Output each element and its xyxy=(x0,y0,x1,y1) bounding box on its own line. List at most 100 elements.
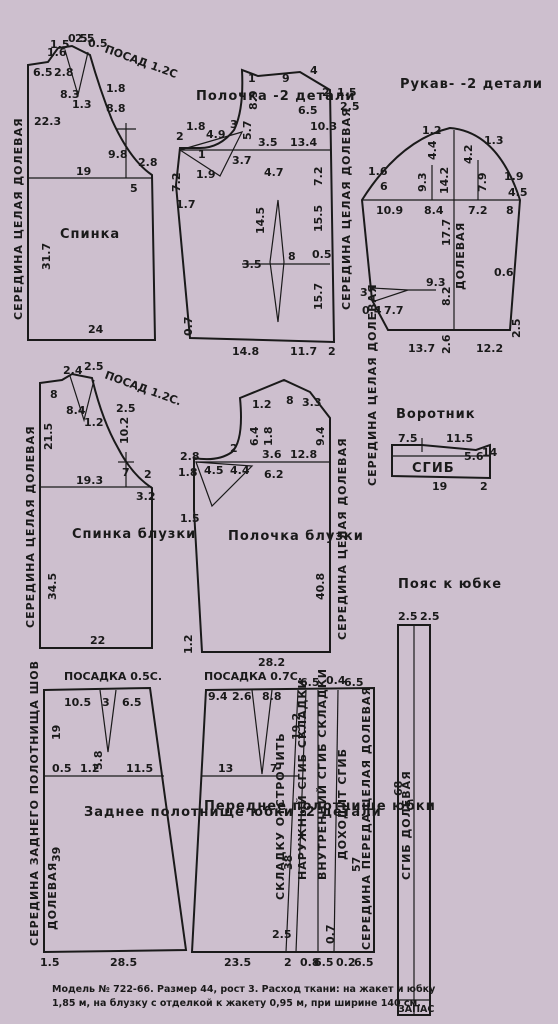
skirt-front-dim: 57 xyxy=(350,857,363,872)
blouse-front-title: Полочка блузки xyxy=(228,529,364,544)
sleeve-dim: 9.3 xyxy=(426,276,446,289)
front-dim: 13.4 xyxy=(290,136,317,149)
blouse-front-dim: 4.4 xyxy=(230,464,250,477)
front-dim: 0.5 xyxy=(312,248,332,261)
back-dim: 8.8 xyxy=(106,102,126,115)
front-dim: 3.7 xyxy=(232,154,252,167)
blouse-front-dim: 6.2 xyxy=(264,468,284,481)
skirt-front-dim: 0.2 xyxy=(336,956,356,969)
front-dim: 10.3 xyxy=(310,120,337,133)
front-dim: 2 xyxy=(328,345,336,358)
front-dim: 1.7 xyxy=(176,198,196,211)
skirt-front-dim: 2 xyxy=(284,956,292,969)
sleeve-dim: 7.9 xyxy=(476,173,489,193)
sleeve-dim: 4.5 xyxy=(508,186,528,199)
skirt-front-fold1: СКЛАДКУ ОТСТРОЧИТЬ xyxy=(274,732,287,900)
front-dim: 8.9 xyxy=(247,91,260,111)
blouse-back-dim: 7 xyxy=(122,466,130,479)
skirt-front-dim: 2.6 xyxy=(232,690,252,703)
skirt-back-dim: 1.5 xyxy=(40,956,60,969)
skirt-back-grain: ДОЛЕВАЯ xyxy=(46,862,59,930)
blouse-back-dim: 10.2 xyxy=(118,417,131,444)
sleeve-title: Рукав- -2 детали xyxy=(400,77,543,92)
collar-dim: 2 xyxy=(480,480,488,493)
skirt-back-dim: 5.8 xyxy=(92,751,105,771)
skirt-front-dim: 7 xyxy=(270,762,278,775)
belt-dim: 2.5 xyxy=(420,610,440,623)
collar-dim: 11.5 xyxy=(446,432,473,445)
skirt-front-dim: 6.5 xyxy=(314,956,334,969)
front-dim: 3.5 xyxy=(258,136,278,149)
collar-fold: СГИБ xyxy=(412,461,455,476)
collar-dim: 14 xyxy=(482,446,498,459)
blouse-front-center-label: СЕРЕДИНА ЦЕЛАЯ ДОЛЕВАЯ xyxy=(336,437,349,640)
skirt-back-dim: 28.5 xyxy=(110,956,137,969)
sleeve-dim: 9.3 xyxy=(416,173,429,193)
front-dim: 14.5 xyxy=(254,207,267,234)
front-dim: 1.5 xyxy=(337,86,357,99)
sleeve-dim: 1.9 xyxy=(504,170,524,183)
blouse-back-dim: 22 xyxy=(90,634,105,647)
front-dim: 6.5 xyxy=(298,104,318,117)
blouse-back-dim: 8.4 xyxy=(66,404,86,417)
collar-dim: 5.6 xyxy=(464,450,484,463)
sleeve-dim: 6 xyxy=(380,180,388,193)
caption-line-2: 1,85 м, на блузку с отделкой к жакету 0,… xyxy=(52,998,421,1009)
blouse-front-dim: 3.6 xyxy=(262,448,282,461)
blouse-back-dim: 2.4 xyxy=(63,364,83,377)
blouse-front-dim: 28.2 xyxy=(258,656,285,669)
blouse-front-dim: 1.2 xyxy=(252,398,272,411)
skirt-back-dim: 6.5 xyxy=(122,696,142,709)
sleeve-dim: 2.6 xyxy=(440,334,453,354)
belt-allowance: ЗАПАС xyxy=(398,1004,434,1015)
sleeve-dim: 0.4 xyxy=(362,304,382,317)
skirt-front-piece: ПОСАДКА 0.7С. 9.4 2.6 8.8 6.5 0.4 6.5 19… xyxy=(190,668,435,969)
blouse-front-dim: 1.8 xyxy=(178,466,198,479)
sleeve-dim: 13.7 xyxy=(408,342,435,355)
back-dim: 1.5 xyxy=(50,38,70,51)
front-dim: 4.9 xyxy=(206,128,226,141)
back-piece: 1.6 1.5 0.5 2.5 0.5 6.5 2.8 8.3 1.3 1.8 … xyxy=(12,32,179,341)
sleeve-grain: ДОЛЕВАЯ xyxy=(454,222,467,290)
front-dim: 1 xyxy=(198,148,206,161)
sleeve-dim: 8 xyxy=(506,204,514,217)
skirt-front-dim: 13 xyxy=(218,762,233,775)
blouse-front-dim: 4.5 xyxy=(204,464,224,477)
back-dim: 2.8 xyxy=(138,156,158,169)
skirt-front-center-label: СЕРЕДИНА ПЕРЕДА ЦЕЛАЯ ДОЛЕВАЯ xyxy=(360,686,373,950)
skirt-front-dim: 6.5 xyxy=(354,956,374,969)
sleeve-dim: 7.2 xyxy=(468,204,488,217)
back-dim: 1.8 xyxy=(106,82,126,95)
sleeve-dim: 7.7 xyxy=(384,304,404,317)
skirt-back-title: Заднее полотнище юбки -2 детали xyxy=(84,805,382,820)
front-center-label: СЕРЕДИНА ЦЕЛАЯ ДОЛЕВАЯ xyxy=(340,107,353,310)
collar-dim: 7.5 xyxy=(398,432,418,445)
sleeve-dim: 4.2 xyxy=(462,145,475,165)
caption-line-1: Модель № 722-66. Размер 44, рост 3. Расх… xyxy=(52,984,436,995)
sleeve-dim: 8.4 xyxy=(424,204,444,217)
skirt-back-dim: 1.2 xyxy=(80,762,100,775)
front-dim: 15.7 xyxy=(312,283,325,310)
sleeve-dim: 12.2 xyxy=(476,342,503,355)
blouse-back-dim: 19.3 xyxy=(76,474,103,487)
back-dim: 22.3 xyxy=(34,115,61,128)
skirt-front-fold4: ДОХОДИТ СГИБ xyxy=(336,748,349,860)
blouse-front-dim: 40.8 xyxy=(314,573,327,600)
sleeve-dim: 1.2 xyxy=(422,124,442,137)
blouse-back-dim: 2.5 xyxy=(84,360,104,373)
blouse-back-dim: 8 xyxy=(50,388,58,401)
skirt-back-piece: ПОСАДКА 0.5С. 10.5 3 6.5 19 0.5 1.2 5.8 … xyxy=(28,660,382,969)
belt-grain: СГИБ ДОЛЕВАЯ xyxy=(400,770,413,880)
back-dim: 6.5 xyxy=(33,66,53,79)
front-dim: 5.7 xyxy=(241,121,254,141)
sleeve-dim: 4.4 xyxy=(426,140,439,160)
belt-dim: 68 xyxy=(392,781,405,796)
skirt-front-dim: 2.5 xyxy=(272,928,292,941)
blouse-front-dim: 2.8 xyxy=(180,450,200,463)
collar-dim: 19 xyxy=(432,480,447,493)
blouse-front-dim: 3.3 xyxy=(302,396,322,409)
belt-title: Пояс к юбке xyxy=(398,577,502,592)
skirt-front-dim: 0.4 xyxy=(326,674,346,687)
skirt-back-dim: 19 xyxy=(50,725,63,740)
blouse-back-center-label: СЕРЕДИНА ЦЕЛАЯ ДОЛЕВАЯ xyxy=(24,425,37,628)
